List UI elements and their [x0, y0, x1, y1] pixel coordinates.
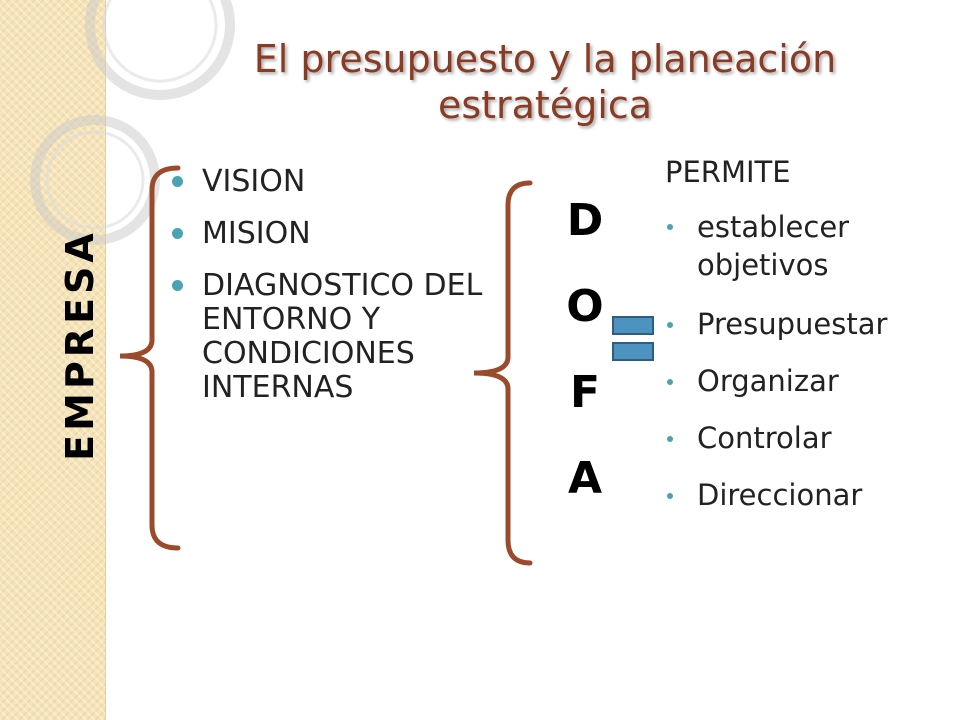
- empresa-label: EMPRESA: [58, 229, 102, 461]
- bullet-icon: [667, 436, 673, 442]
- list-item-label: VISION: [202, 164, 306, 199]
- dofa-letter: A: [567, 453, 603, 504]
- permite-heading: PERMITE: [665, 155, 791, 189]
- list-item-label: MISION: [202, 216, 311, 251]
- strategy-list: VISION MISION DIAGNOSTICO DEL ENTORNO Y …: [172, 165, 502, 423]
- middle-brace: [473, 180, 533, 566]
- slide-title: El presupuesto y la planeación estratégi…: [160, 36, 930, 128]
- dofa-acronym: D O F A: [550, 195, 620, 539]
- list-item-label: DIAGNOSTICO DEL ENTORNO Y CONDICIONES IN…: [202, 268, 483, 405]
- bullet-icon: [667, 224, 673, 230]
- title-line-2: estratégica: [437, 83, 653, 127]
- bullet-icon: [172, 280, 183, 291]
- left-brace: [119, 165, 181, 551]
- list-item: establecer objetivos: [667, 208, 937, 284]
- list-item: Controlar: [667, 420, 937, 456]
- list-item: VISION: [172, 165, 502, 199]
- list-item: Organizar: [667, 363, 937, 399]
- equals-bar-top: [612, 316, 654, 335]
- list-item-label: Presupuestar: [697, 307, 888, 341]
- list-item-label: Direccionar: [697, 478, 863, 512]
- bullet-icon: [667, 379, 673, 385]
- equals-bar-bottom: [612, 342, 654, 361]
- title-line-1: El presupuesto y la planeación: [253, 37, 837, 81]
- dofa-letter: F: [569, 367, 601, 418]
- list-item: DIAGNOSTICO DEL ENTORNO Y CONDICIONES IN…: [172, 269, 502, 405]
- list-item: Direccionar: [667, 477, 937, 513]
- list-item: MISION: [172, 217, 502, 251]
- list-item: Presupuestar: [667, 306, 937, 342]
- dofa-letter: O: [566, 281, 604, 332]
- bullet-icon: [172, 228, 183, 239]
- actions-list: establecer objetivos Presupuestar Organi…: [667, 208, 937, 534]
- bullet-icon: [172, 176, 183, 187]
- list-item-label: Organizar: [697, 364, 839, 398]
- bullet-icon: [667, 322, 673, 328]
- list-item-label: establecer objetivos: [697, 210, 850, 282]
- list-item-label: Controlar: [697, 421, 832, 455]
- bullet-icon: [667, 493, 673, 499]
- dofa-letter: D: [566, 195, 604, 246]
